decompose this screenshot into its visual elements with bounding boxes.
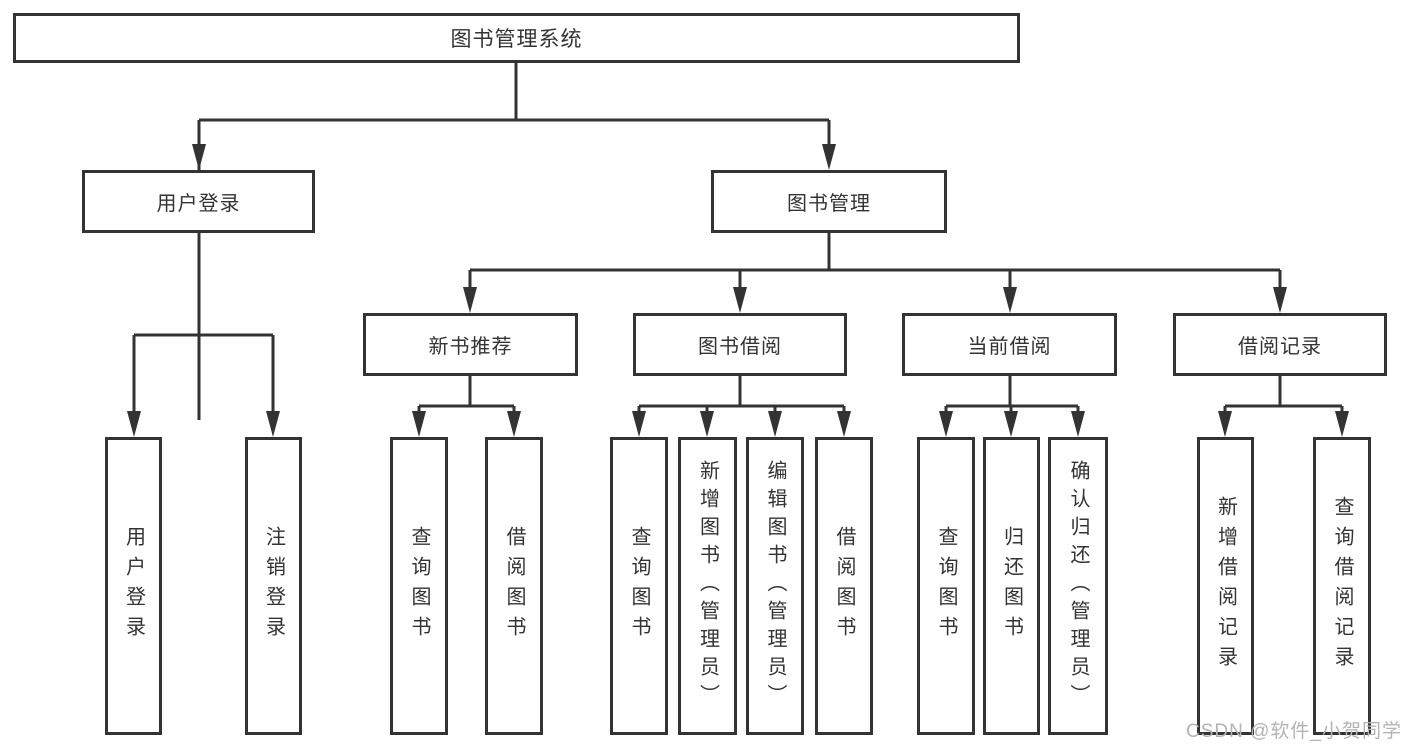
leaf-bb-query-books: 查询图书: [610, 437, 668, 735]
leaf-nbr-borrow-books: 借阅图书: [485, 437, 543, 735]
leaf-br-query-record: 查询借阅记录: [1313, 437, 1371, 735]
node-current-borrowing: 当前借阅: [902, 313, 1117, 376]
leaf-bb-borrow-books: 借阅图书: [815, 437, 873, 735]
leaf-cb-confirm-return-admin: 确认归还（管理员）: [1048, 437, 1108, 735]
csdn-watermark: CSDN @软件_小贺同学: [1186, 721, 1402, 742]
connector-book-management-to-level3: [463, 233, 1287, 313]
connector-new-book-to-leaves: [412, 376, 521, 437]
connector-user-login-to-leaves: [127, 233, 280, 437]
leaf-logout: 注销登录: [245, 437, 302, 735]
node-new-book-recommend: 新书推荐: [363, 313, 578, 376]
connector-current-borrowing-to-leaves: [939, 376, 1085, 437]
leaf-bb-add-books-admin: 新增图书（管理员）: [678, 437, 737, 735]
leaf-bb-edit-books-admin: 编辑图书（管理员）: [746, 437, 804, 735]
connector-borrowing-records-to-leaves: [1218, 376, 1349, 437]
leaf-nbr-query-books: 查询图书: [390, 437, 448, 735]
node-borrowing-records: 借阅记录: [1173, 313, 1387, 376]
node-user-login: 用户登录: [82, 170, 315, 233]
node-book-management: 图书管理: [711, 170, 947, 233]
leaf-user-login: 用户登录: [105, 437, 162, 735]
leaf-br-add-record: 新增借阅记录: [1197, 437, 1254, 735]
leaf-cb-return-books: 归还图书: [983, 437, 1040, 735]
leaf-cb-query-books: 查询图书: [917, 437, 975, 735]
connector-root-to-level2: [192, 63, 836, 420]
connector-book-borrowing-to-leaves: [632, 376, 851, 437]
node-library-management-system: 图书管理系统: [13, 13, 1020, 63]
node-book-borrowing: 图书借阅: [633, 313, 847, 376]
